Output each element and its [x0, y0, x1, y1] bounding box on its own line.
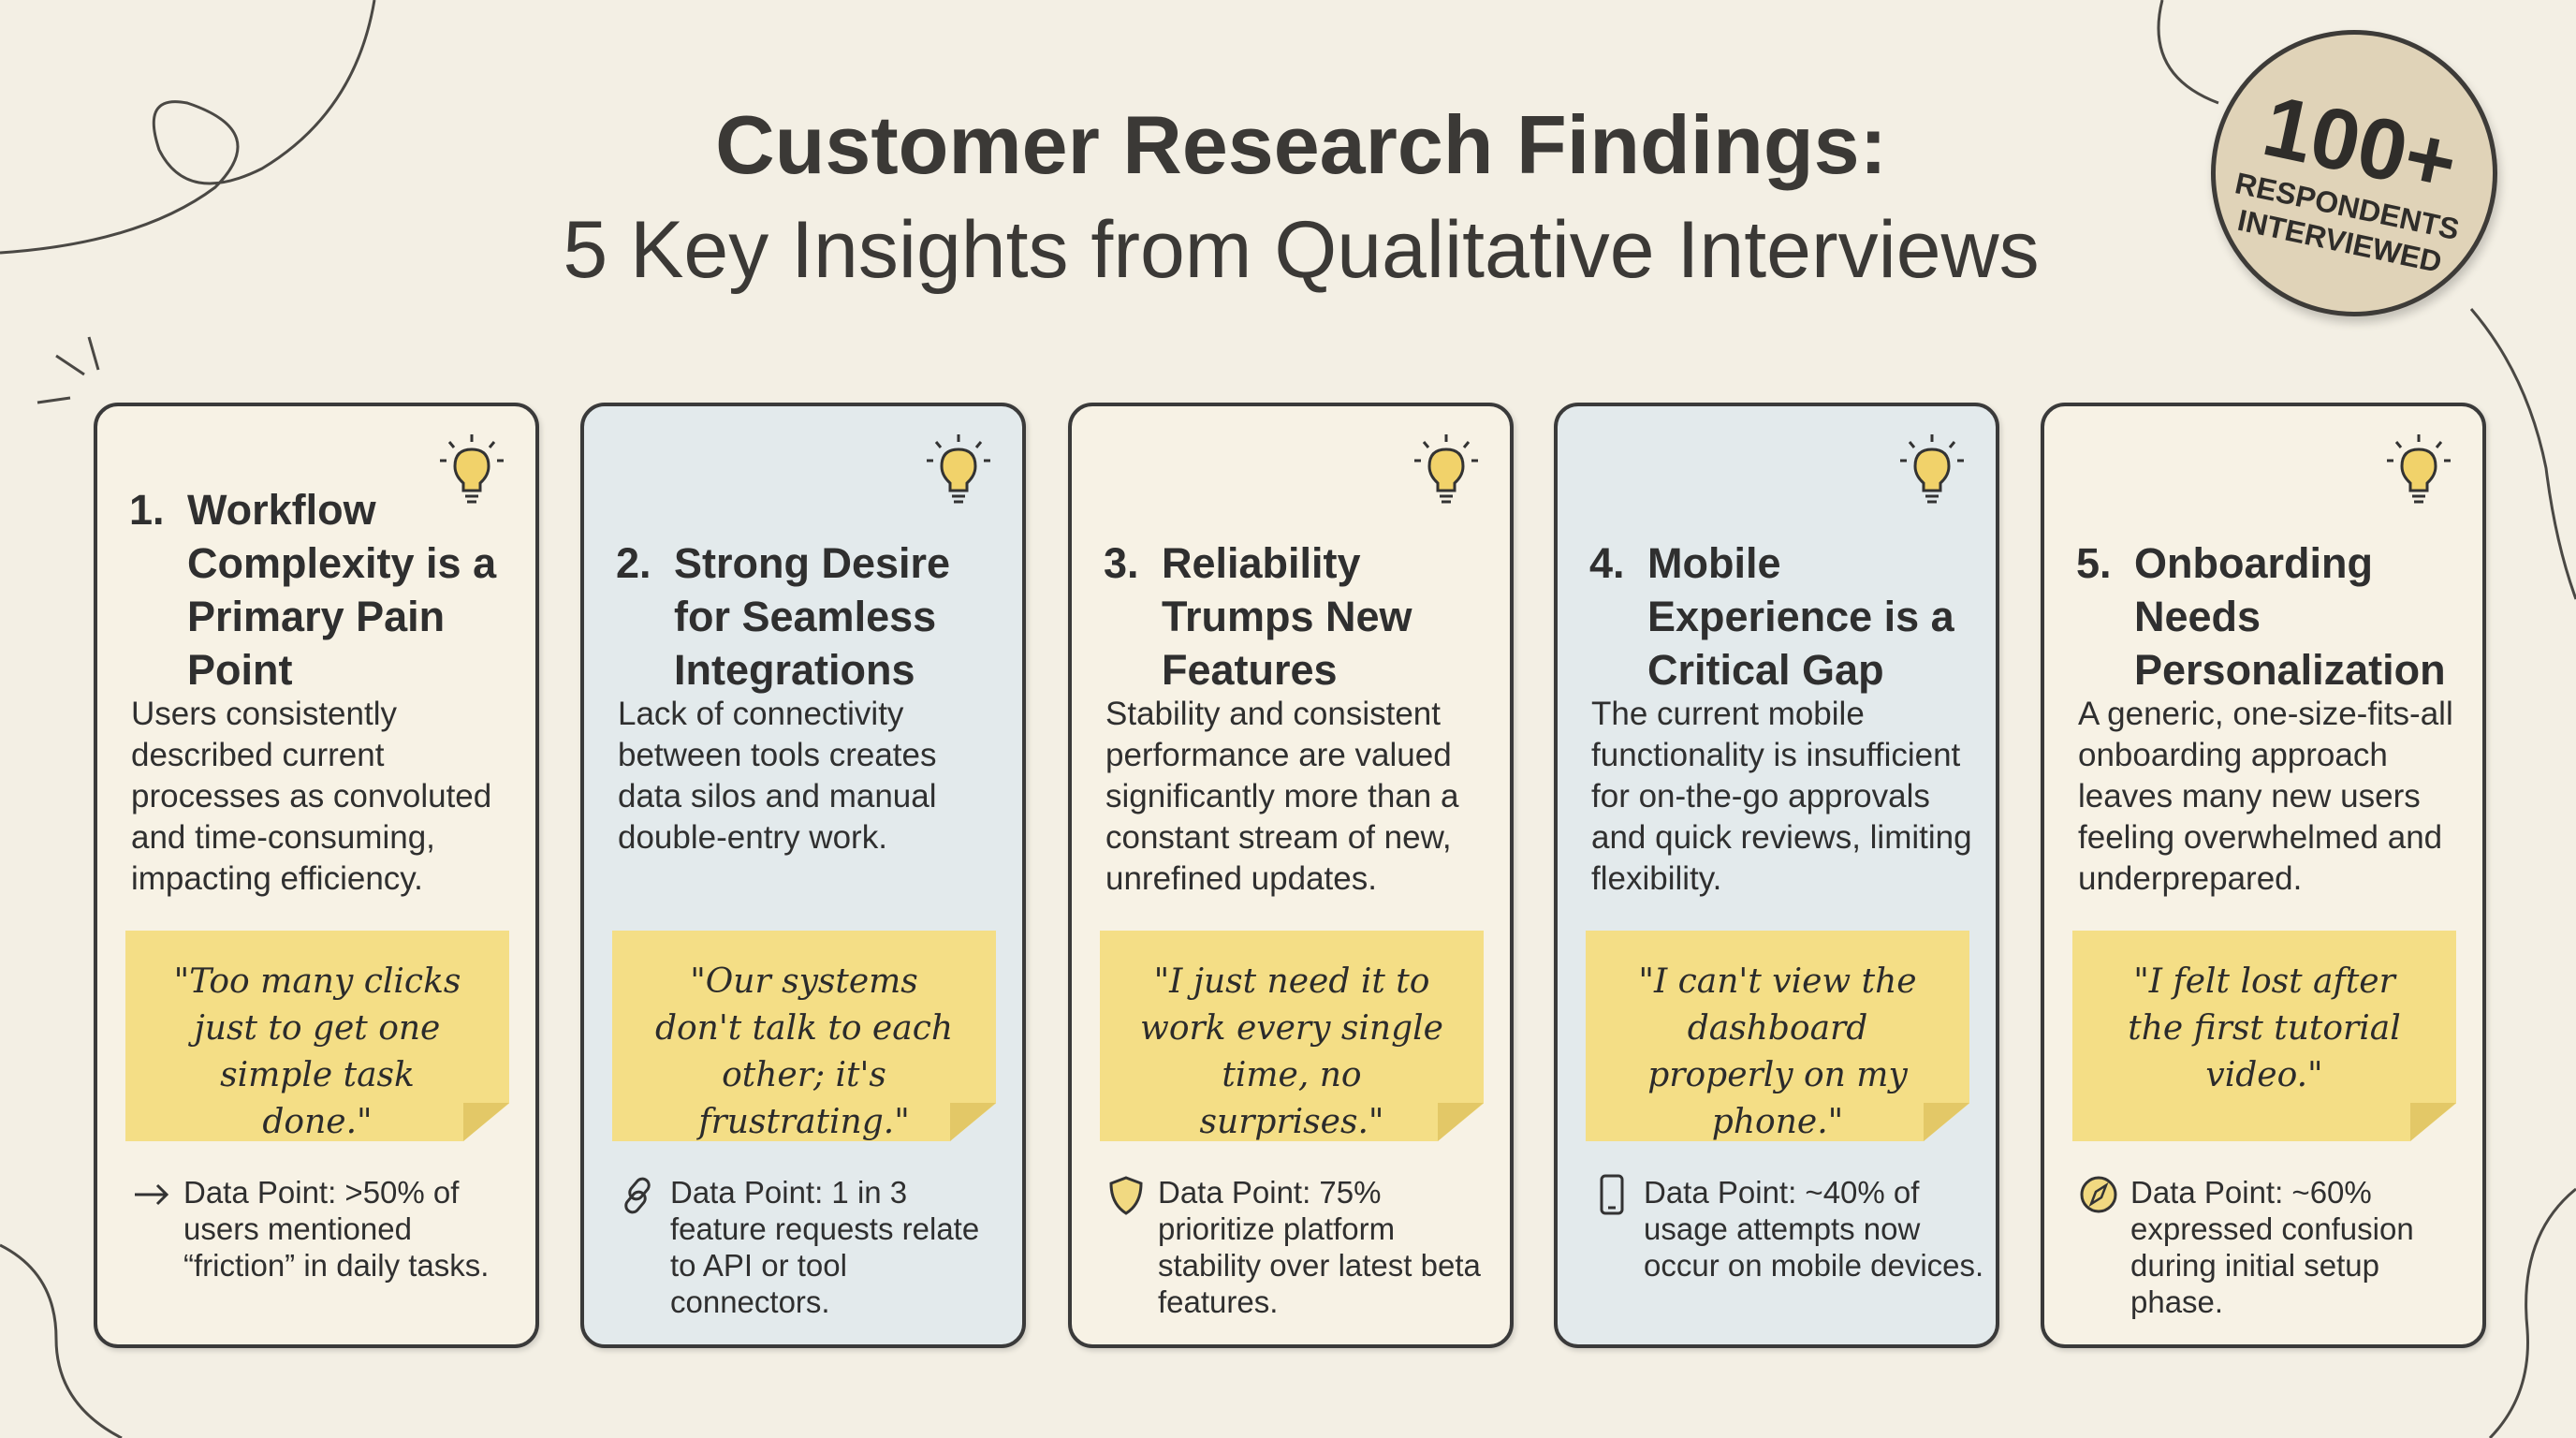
quote-sticky-note: "Too many clicks just to get one simple … — [125, 931, 509, 1141]
card-number: 4. — [1589, 539, 1625, 587]
title-line-2: 5 Key Insights from Qualitative Intervie… — [563, 205, 2040, 295]
card-body: Lack of connectivity between tools creat… — [618, 696, 937, 856]
card-heading: Workflow Complexity is a Primary Pain Po… — [187, 486, 497, 694]
insight-card-2: 2. Strong Desire for Seamless Integration… — [580, 403, 1026, 1348]
quote-text: "Our systems don't talk to each other; i… — [654, 962, 954, 1141]
insight-card-1: 1. Workflow Complexity is a Primary Pain … — [94, 403, 539, 1348]
card-number: 2. — [616, 539, 651, 587]
quote-sticky-note: "I just need it to work every single tim… — [1100, 931, 1484, 1141]
card-heading: Onboarding Needs Personalization — [2134, 539, 2446, 694]
title-line-1: Customer Research Findings: — [715, 98, 1887, 191]
data-point-text: Data Point: 1 in 3 feature requests rela… — [670, 1175, 980, 1319]
card-heading: Reliability Trumps New Features — [1162, 539, 1412, 694]
card-heading: Strong Desire for Seamless Integrations — [674, 539, 951, 694]
data-point: Data Point: 75% prioritize platform stab… — [1105, 1174, 1499, 1320]
card-heading: Mobile Experience is a Critical Gap — [1647, 539, 1954, 694]
data-point-text: Data Point: ~60% expressed confusion dur… — [2130, 1175, 2414, 1319]
sticky-note-fold — [1924, 1103, 1969, 1141]
data-point-text: Data Point: ~40% of usage attempts now o… — [1644, 1175, 1984, 1283]
data-point: Data Point: ~40% of usage attempts now o… — [1591, 1174, 1984, 1284]
quote-text: "I just need it to work every single tim… — [1140, 962, 1443, 1141]
quote-sticky-note: "I felt lost after the first tutorial vi… — [2072, 931, 2456, 1141]
shield-icon — [1109, 1176, 1143, 1215]
quote-sticky-note: "I can't view the dashboard properly on … — [1586, 931, 1969, 1141]
quote-text: "I felt lost after the first tutorial vi… — [2128, 962, 2401, 1094]
card-number: 3. — [1104, 539, 1139, 587]
lightbulb-icon — [1900, 434, 1964, 504]
card-body: Users consistently described current pro… — [131, 696, 492, 897]
sticky-note-fold — [2410, 1103, 2456, 1141]
card-number: 5. — [2076, 539, 2112, 587]
mobile-phone-icon — [1600, 1174, 1624, 1215]
insight-card-4: 4. Mobile Experience is a Critical Gap Th… — [1554, 403, 1999, 1348]
arrow-right-icon — [135, 1183, 169, 1206]
data-point: Data Point: ~60% expressed confusion dur… — [2078, 1174, 2471, 1320]
quote-text: "Too many clicks just to get one simple … — [173, 962, 461, 1141]
compass-icon — [2080, 1176, 2117, 1213]
card-body: Stability and consistent performance are… — [1105, 696, 1459, 897]
data-point-text: Data Point: >50% of users mentioned “fri… — [183, 1175, 490, 1283]
data-point: Data Point: >50% of users mentioned “fri… — [131, 1174, 524, 1284]
lightbulb-icon — [927, 434, 990, 504]
link-icon — [624, 1177, 651, 1214]
lightbulb-icon — [440, 434, 504, 504]
card-body: The current mobile functionality is insu… — [1591, 696, 1972, 897]
card-number: 1. — [129, 486, 165, 534]
quote-sticky-note: "Our systems don't talk to each other; i… — [612, 931, 996, 1141]
insight-card-3: 3. Reliability Trumps New Features Stabil… — [1068, 403, 1514, 1348]
insight-card-5: 5. Onboarding Needs Personalization A gen… — [2041, 403, 2486, 1348]
card-body: A generic, one-size-fits-all onboarding … — [2078, 696, 2453, 897]
data-point-text: Data Point: 75% prioritize platform stab… — [1158, 1175, 1481, 1319]
data-point: Data Point: 1 in 3 feature requests rela… — [618, 1174, 1011, 1320]
quote-text: "I can't view the dashboard properly on … — [1638, 962, 1917, 1141]
lightbulb-icon — [2387, 434, 2451, 504]
page-title: Customer Research Findings: 5 Key Insigh… — [0, 94, 2576, 304]
lightbulb-icon — [1414, 434, 1478, 504]
